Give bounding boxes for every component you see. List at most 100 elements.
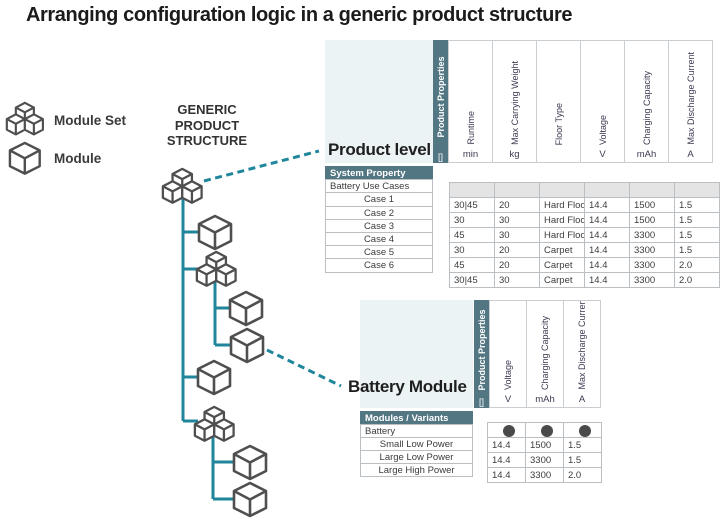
data-cell: 14.4 bbox=[585, 198, 630, 213]
battery-module-panel bbox=[360, 300, 473, 408]
column-unit: V bbox=[504, 394, 512, 405]
variant-row-label: Large Low Power bbox=[360, 450, 473, 464]
empty-cell bbox=[540, 183, 585, 198]
column-unit: min bbox=[462, 149, 479, 160]
column-unit: kg bbox=[509, 149, 520, 160]
data-cell: 30 bbox=[495, 273, 540, 288]
row-labels: System Property Battery Use Cases Case 1… bbox=[325, 166, 433, 273]
column-unit: V bbox=[599, 149, 606, 160]
module-icon bbox=[8, 141, 41, 175]
data-cell: Hard Floor bbox=[540, 198, 585, 213]
column-header: Charging Capacity mAh bbox=[526, 300, 564, 408]
link-to-battery-module-dashed-line bbox=[266, 348, 342, 388]
column-name: Max Carrying Weight bbox=[509, 61, 520, 145]
column-name: Floor Type bbox=[553, 102, 564, 145]
data-cell: 3300 bbox=[630, 273, 675, 288]
data-cell: 30|45 bbox=[450, 273, 495, 288]
data-cell: 20 bbox=[495, 198, 540, 213]
marker-cell bbox=[526, 423, 564, 438]
case-row-label: Case 6 bbox=[325, 258, 433, 273]
product-level-table: Product level Product Properties [] Runt… bbox=[325, 40, 720, 288]
product-properties-corner: Product Properties [] bbox=[474, 300, 489, 408]
corner-symbol: [] bbox=[437, 152, 443, 162]
module-icon bbox=[232, 481, 268, 518]
data-cell: Carpet bbox=[540, 273, 585, 288]
data-cell: 1500 bbox=[526, 438, 564, 453]
data-grid: 30|45 20 Hard Floor 14.4 1500 1.5 30 30 … bbox=[449, 182, 720, 288]
data-cell: Carpet bbox=[540, 258, 585, 273]
column-header: Max Carrying Weight kg bbox=[492, 40, 537, 163]
row-labels: Modules / Variants Battery Small Low Pow… bbox=[360, 411, 473, 477]
data-grid: 14.4 1500 1.5 14.4 3300 1.5 14.4 3300 2.… bbox=[487, 422, 602, 483]
product-level-panel bbox=[325, 40, 433, 163]
empty-cell bbox=[675, 183, 720, 198]
data-cell: 3300 bbox=[526, 468, 564, 483]
data-cell: 3300 bbox=[630, 243, 675, 258]
data-cell: Hard Floor bbox=[540, 228, 585, 243]
section-header-row: Modules / Variants bbox=[360, 411, 473, 425]
column-header: Voltage V bbox=[580, 40, 625, 163]
product-properties-corner: Product Properties [] bbox=[433, 40, 448, 163]
data-cell: 3300 bbox=[526, 453, 564, 468]
tree-connector-lines bbox=[181, 196, 236, 501]
column-name: Runtime bbox=[465, 111, 476, 145]
module-set-icon bbox=[197, 252, 236, 286]
column-name: Voltage bbox=[503, 359, 513, 390]
column-header: Runtime min bbox=[448, 40, 493, 163]
data-cell: 14.4 bbox=[585, 228, 630, 243]
data-cell: 30|45 bbox=[450, 198, 495, 213]
module-icon bbox=[196, 359, 232, 396]
data-cell: 20 bbox=[495, 243, 540, 258]
variant-row-label: Small Low Power bbox=[360, 437, 473, 451]
column-header: Max Discharge Current A bbox=[563, 300, 601, 408]
filled-circle-icon bbox=[540, 425, 553, 437]
data-cell: 1.5 bbox=[564, 453, 602, 468]
data-cell: 14.4 bbox=[585, 243, 630, 258]
data-cell: 14.4 bbox=[585, 258, 630, 273]
module-icon bbox=[197, 214, 233, 251]
module-icon bbox=[229, 327, 265, 364]
column-name: Voltage bbox=[597, 114, 608, 145]
column-name: Max Discharge Current bbox=[685, 52, 696, 145]
column-name: Max Discharge Current bbox=[577, 300, 587, 390]
legend-label-module: Module bbox=[54, 151, 102, 166]
data-cell: 20 bbox=[495, 258, 540, 273]
product-level-label: Product level bbox=[328, 140, 431, 159]
group-row-label: Battery Use Cases bbox=[325, 179, 433, 194]
tree-heading: GENERIC PRODUCT STRUCTURE bbox=[155, 102, 259, 149]
case-row-label: Case 2 bbox=[325, 205, 433, 220]
data-cell: 30 bbox=[450, 243, 495, 258]
page-title: Arranging configuration logic in a gener… bbox=[26, 4, 573, 26]
data-cell: 30 bbox=[450, 213, 495, 228]
data-cell: Hard Floor bbox=[540, 213, 585, 228]
empty-cell bbox=[585, 183, 630, 198]
tree-heading-line: STRUCTURE bbox=[166, 133, 248, 148]
variant-row-label: Large High Power bbox=[360, 463, 473, 477]
section-header-row: System Property bbox=[325, 166, 433, 181]
data-cell: 1.5 bbox=[564, 438, 602, 453]
data-cell: 1500 bbox=[630, 213, 675, 228]
case-row-label: Case 5 bbox=[325, 245, 433, 260]
data-cell: 14.4 bbox=[585, 273, 630, 288]
battery-module-table: Battery Module Product Properties [] Vol… bbox=[348, 300, 605, 485]
column-header: Voltage V bbox=[489, 300, 527, 408]
module-set-icon bbox=[7, 103, 43, 135]
case-row-label: Case 1 bbox=[325, 192, 433, 207]
legend-label-module-set: Module Set bbox=[54, 113, 127, 128]
battery-module-label: Battery Module bbox=[348, 377, 467, 396]
data-cell: 2.0 bbox=[675, 273, 720, 288]
column-unit: mAh bbox=[636, 149, 657, 160]
empty-cell bbox=[450, 183, 495, 198]
data-cell: Carpet bbox=[540, 243, 585, 258]
data-cell: 1.5 bbox=[675, 198, 720, 213]
data-cell: 14.4 bbox=[488, 453, 526, 468]
column-unit: A bbox=[687, 149, 694, 160]
column-unit: mAh bbox=[535, 394, 555, 405]
marker-cell bbox=[564, 423, 602, 438]
data-cell: 14.4 bbox=[488, 468, 526, 483]
data-cell: 3300 bbox=[630, 258, 675, 273]
tree-heading-line: PRODUCT bbox=[174, 117, 240, 133]
column-headers: Voltage V Charging Capacity mAh Max Disc… bbox=[489, 300, 601, 408]
